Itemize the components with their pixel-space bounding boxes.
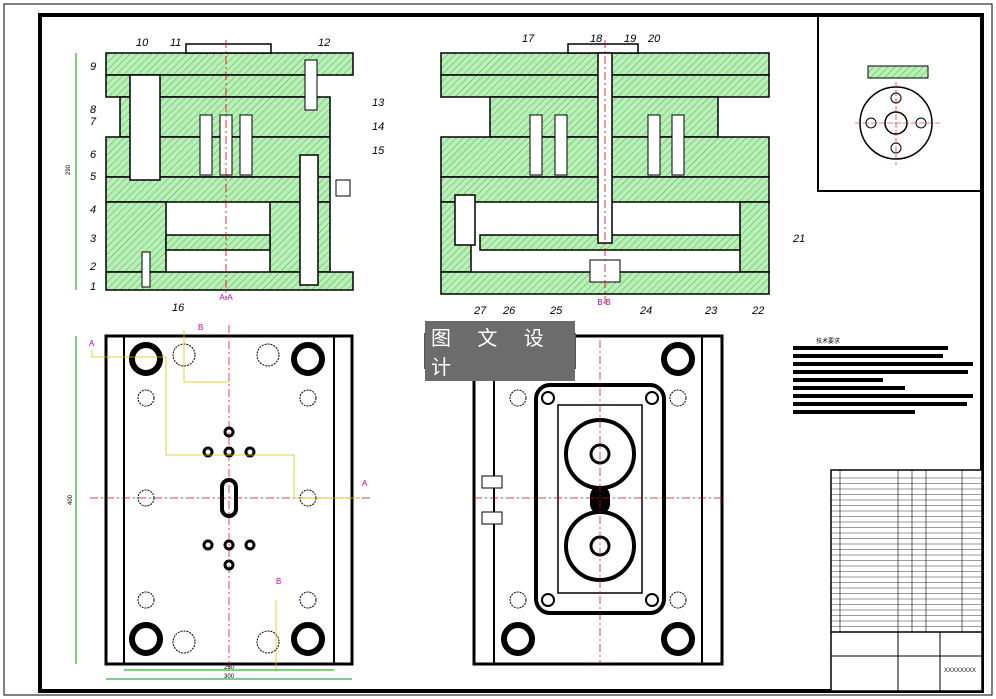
outer-border (3, 3, 993, 696)
inner-border (38, 13, 984, 693)
svg-text:4: 4 (90, 204, 96, 216)
svg-text:8: 8 (90, 104, 97, 116)
dim-height: 290 (66, 164, 72, 175)
section-label-aa: A-A (219, 293, 233, 302)
svg-text:20: 20 (647, 33, 661, 45)
svg-text:21: 21 (792, 233, 805, 245)
part-labels-middle: 17 18 19 20 21 22 23 24 25 26 27 (473, 33, 805, 317)
svg-text:16: 16 (172, 302, 185, 314)
svg-text:23: 23 (704, 305, 718, 317)
title-block: XXXXXXXX (830, 469, 983, 692)
svg-text:B: B (276, 577, 281, 586)
svg-text:9: 9 (90, 61, 96, 73)
svg-text:24: 24 (639, 305, 652, 317)
dim-width-outer: 300 (224, 674, 235, 680)
part-labels-left: 1 2 3 4 5 6 7 8 9 10 11 12 13 14 15 16 (89, 37, 385, 314)
svg-text:10: 10 (136, 37, 149, 49)
svg-text:27: 27 (473, 305, 487, 317)
svg-text:A: A (362, 479, 368, 488)
svg-text:13: 13 (372, 97, 385, 109)
svg-text:2: 2 (89, 261, 96, 273)
dim-width-inner: 250 (224, 665, 235, 671)
svg-text:3: 3 (90, 233, 97, 245)
section-label-bb: B-B (597, 298, 610, 307)
svg-text:25: 25 (549, 305, 563, 317)
svg-text:1: 1 (90, 281, 96, 293)
watermark-banner: 图 文 设 计 (424, 321, 576, 381)
svg-text:15: 15 (372, 145, 385, 157)
svg-text:17: 17 (522, 33, 535, 45)
svg-text:22: 22 (751, 305, 764, 317)
svg-text:19: 19 (624, 33, 636, 45)
tech-requirements-title: 技术要求 (816, 339, 841, 345)
svg-text:B: B (198, 323, 203, 332)
svg-text:7: 7 (90, 116, 97, 128)
svg-text:A: A (89, 339, 95, 348)
svg-text:12: 12 (318, 37, 330, 49)
svg-text:11: 11 (170, 37, 181, 49)
plan-view-right (472, 334, 724, 666)
svg-text:5: 5 (90, 171, 97, 183)
detail-view (817, 14, 983, 192)
plan-view-left: A A B B 400 250 300 (68, 323, 370, 680)
svg-text:18: 18 (590, 33, 603, 45)
watermark-text: 图 文 设 计 (425, 321, 575, 381)
svg-text:26: 26 (502, 305, 516, 317)
tech-notes (793, 346, 973, 414)
view-section-aa: 290 A-A (66, 40, 354, 302)
title-company: XXXXXXXX (944, 668, 976, 674)
svg-text:6: 6 (90, 149, 97, 161)
view-section-bb: B-B (440, 40, 770, 307)
dim-plate-height: 400 (68, 494, 74, 505)
svg-text:14: 14 (372, 121, 384, 133)
